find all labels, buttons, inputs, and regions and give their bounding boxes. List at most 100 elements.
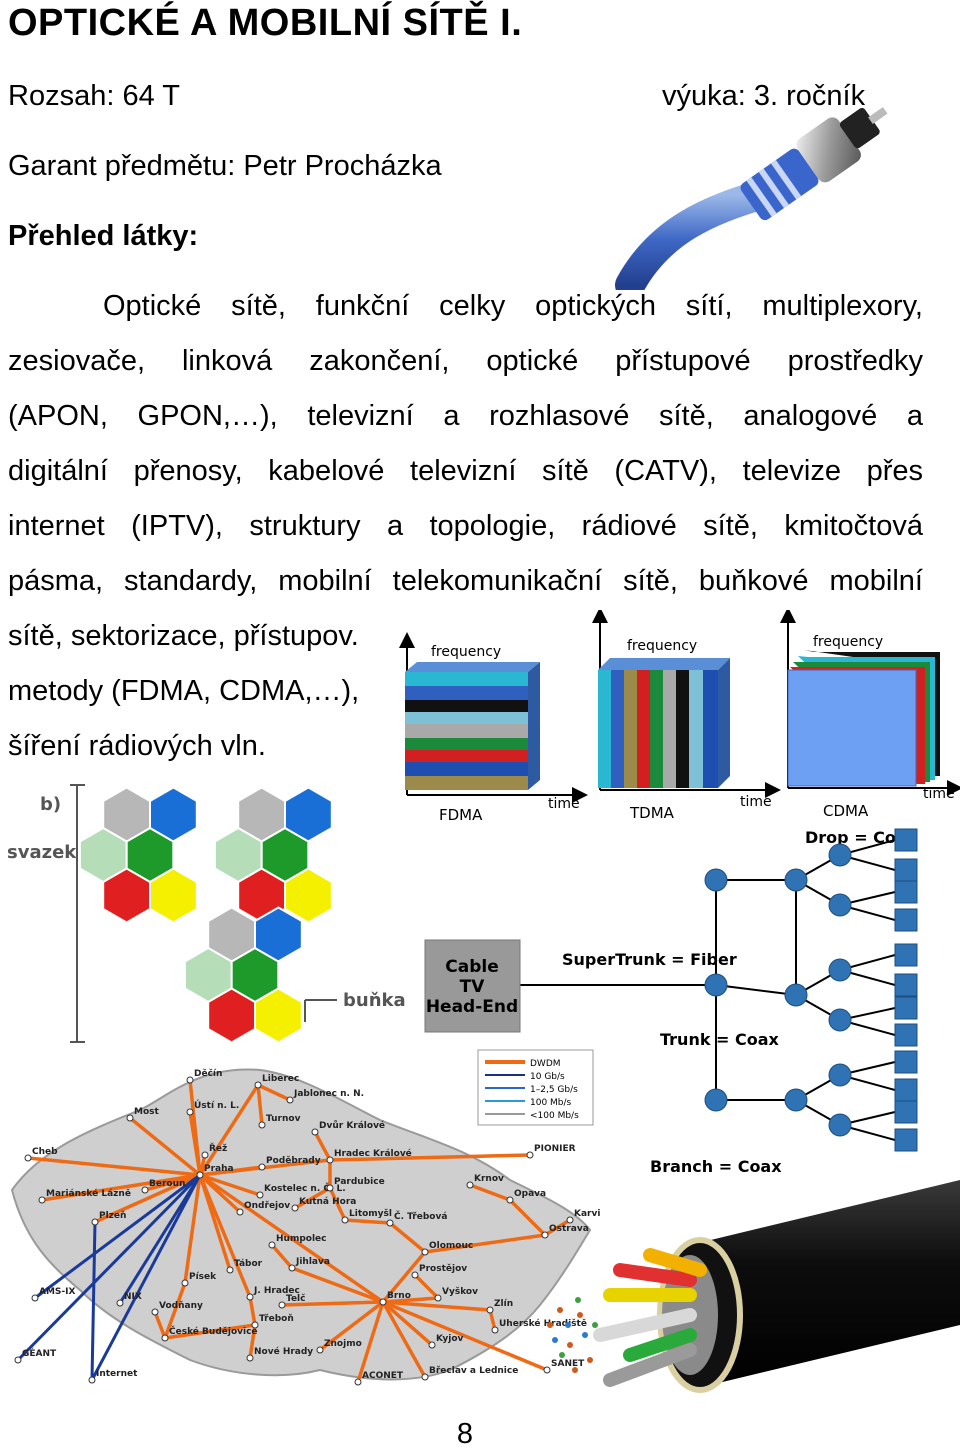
catv-node [704,868,728,892]
city-dot [201,1151,209,1159]
city-label: AMS-IX [39,1287,75,1297]
body-line: (APON, GPON,…), televizní a rozhlasové s… [8,400,923,432]
map-link [27,1156,201,1177]
city-dot [326,1184,334,1192]
map-link [256,1084,264,1126]
city-label: Znojmo [324,1339,362,1349]
catv-network-diagram: Cable TV Head-End SuperTrunk = Fiber Tru… [424,828,918,1176]
map-link [508,1198,547,1237]
map-link [381,1300,434,1347]
catv-subscriber [894,943,918,967]
cdma-label: CDMA [823,802,869,820]
catv-subscriber [894,996,918,1020]
tdma-label: TDMA [629,804,675,822]
map-link [381,1250,427,1304]
city-label: Pardubice [334,1177,385,1187]
city-label: Most [134,1107,159,1117]
catv-subscriber [894,1128,918,1152]
body-line: digitální přenosy, kabelové televizní sí… [8,455,923,487]
city-label: Poděbrady [266,1155,321,1166]
city-dot [31,1294,39,1302]
map-link [270,1243,294,1270]
city-dot [246,1354,254,1362]
optical-connector-image [615,107,888,290]
city-label: Plzeň [99,1211,126,1221]
city-label: Tábor [234,1259,263,1269]
legend-label: 10 Gb/s [530,1072,565,1082]
map-link [291,1266,384,1304]
city-dot [91,1218,99,1226]
catv-subscriber [894,1023,918,1047]
city-label: ACONET [362,1371,404,1381]
hex-cell [149,867,198,924]
city-dot [196,1171,204,1179]
city-label: Olomouc [429,1241,473,1251]
headend-line-1: Cable [445,957,498,977]
map-link [34,1173,201,1300]
b-label: b) [40,794,61,815]
map-link [164,1323,256,1340]
city-dot [421,1248,429,1256]
catv-node [828,843,852,867]
tdma-frequency-label: frequency [627,638,697,654]
city-label: Hradec Králové [334,1148,412,1159]
map-link [248,1324,257,1359]
catv-subscriber [894,1050,918,1074]
catv-node [704,973,728,997]
fiber-cable-image [547,1180,960,1393]
city-label: PIONIER [534,1144,576,1154]
body-line: zesiovače, linková zakončení, optické př… [8,345,923,377]
catv-subscriber [894,880,918,904]
city-dot [288,1264,296,1272]
city-dot [291,1204,299,1212]
city-dot [88,1376,96,1384]
city-dot [379,1298,387,1306]
catv-node [784,1088,808,1112]
fdma-diagram: frequency time FDMA [399,632,588,824]
city-dot [341,1216,349,1224]
city-dot [254,1081,262,1089]
map-link [328,1187,347,1221]
catv-node [828,1113,852,1137]
cdma-diagram: frequency time CDMA [780,610,960,820]
course-year: výuka: 3. ročník [662,80,866,112]
catv-node [828,1008,852,1032]
headend-line-2: TV [460,977,486,997]
map-link [313,1131,332,1161]
map-link [381,1301,427,1378]
city-label: Internet [96,1369,138,1379]
map-link [388,1221,427,1254]
city-dot [258,1121,266,1129]
catv-subscriber [894,908,918,932]
city-dot [486,1306,494,1314]
city-dot [326,1156,334,1164]
city-label: NIX [124,1292,142,1302]
city-dot [226,1266,234,1274]
map-link [413,1273,440,1300]
city-label: Břeclav a Lednice [429,1366,518,1376]
city-dot [354,1378,362,1386]
map-link [382,1300,491,1312]
catv-node [784,868,808,892]
cdma-frequency-label: frequency [813,634,883,650]
city-label: Brno [387,1291,411,1301]
body-line: metody (FDMA, CDMA,…), [8,675,360,707]
catv-node [784,983,808,1007]
city-dot [316,1346,324,1354]
city-dot [278,1301,286,1309]
map-link [41,1173,201,1202]
city-dot [543,1366,551,1374]
city-dot [566,1216,574,1224]
city-label: GÉANT [22,1347,57,1359]
city-label: Opava [514,1189,546,1199]
body-line: pásma, standardy, mobilní telekomunikačn… [8,565,923,597]
fdma-label: FDMA [439,806,483,824]
city-label: Litomyšl [349,1208,392,1219]
city-dot [411,1271,419,1279]
city-label: Zlín [494,1299,513,1309]
city-dot [286,1096,294,1104]
map-link [248,1296,257,1326]
map-link [382,1300,548,1372]
